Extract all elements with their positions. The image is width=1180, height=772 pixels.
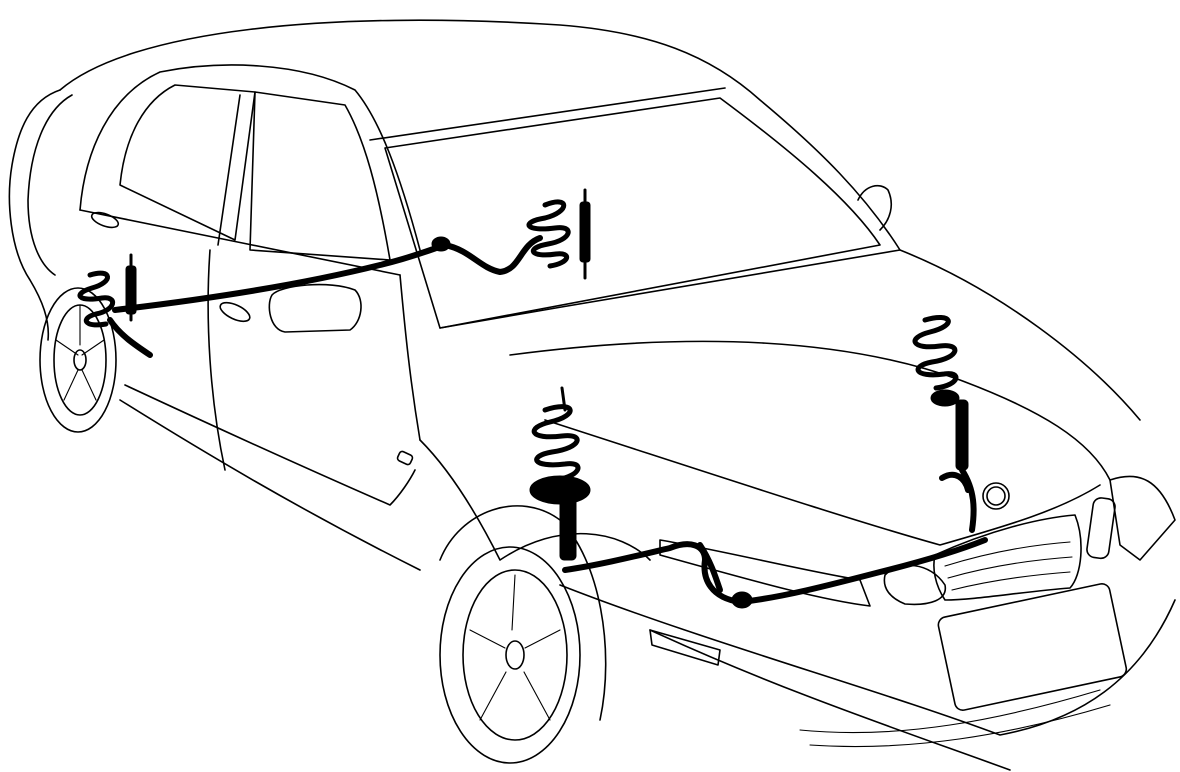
- right-headlight: [1109, 475, 1176, 561]
- lower-grille: [799, 689, 1111, 748]
- grille-slats: [944, 541, 1073, 591]
- front-right-spring-seat: [930, 389, 960, 407]
- front-anti-roll-bar: [562, 537, 988, 605]
- hood-edge: [439, 249, 1141, 421]
- suspension: [77, 188, 988, 609]
- front-right-lower-mount: [959, 467, 977, 533]
- front-wheel-tire: [439, 546, 581, 764]
- rear-wheel-hub: [73, 349, 87, 371]
- side-sill: [119, 399, 421, 571]
- a-pillar-base: [399, 274, 421, 441]
- front-wheel-rim: [462, 569, 568, 741]
- front-fender: [419, 439, 651, 561]
- rear-left-trailing-arm: [107, 317, 153, 358]
- side-vent: [1086, 497, 1116, 560]
- rear-left-coil-spring: [77, 270, 115, 328]
- bumper-lower: [649, 629, 1011, 771]
- roof-antenna: [857, 184, 892, 231]
- front-side-window: [249, 91, 391, 261]
- car-body: [8, 19, 1176, 771]
- fog-light: [649, 629, 721, 666]
- front-wheel: [439, 505, 607, 764]
- hood-emblem: [982, 482, 1010, 510]
- rear-wheel-spokes: [55, 304, 105, 401]
- front-right-knuckle: [939, 471, 971, 493]
- front-door-handle: [219, 301, 251, 323]
- front-left-strut-body: [559, 489, 577, 561]
- window-frame-outer: [79, 64, 421, 251]
- rear-bar-bushing: [431, 236, 451, 252]
- rear-right-shock-body: [579, 201, 591, 263]
- rear-end-inner: [27, 94, 73, 276]
- roof-outline: [59, 19, 901, 251]
- side-mirror: [268, 283, 362, 333]
- front-door-edge: [207, 249, 226, 471]
- front-right-strut-body: [955, 399, 969, 471]
- rear-door-handle: [90, 211, 120, 229]
- door-line: [124, 384, 416, 506]
- front-wheel-hub: [505, 640, 525, 670]
- license-plate: [937, 583, 1128, 711]
- front-left-coil-spring: [531, 404, 581, 483]
- front-left-strut-rod: [560, 386, 567, 412]
- front-bar-bushing: [731, 591, 753, 609]
- hood-crease: [509, 340, 1111, 481]
- belt-line: [79, 209, 401, 276]
- hood-emblem-inner: [986, 486, 1006, 506]
- front-right-coil-spring: [912, 314, 959, 391]
- rear-right-coil-spring: [526, 199, 571, 269]
- rear-wheel-tire: [39, 287, 117, 433]
- hood-front: [544, 419, 1101, 546]
- rear-anti-roll-bar: [112, 235, 543, 313]
- rear-left-shock-body: [125, 265, 137, 315]
- front-wheel-spokes: [469, 574, 561, 721]
- b-pillar: [217, 94, 241, 246]
- side-marker: [396, 450, 414, 466]
- rear-side-window: [119, 84, 256, 241]
- windshield: [384, 97, 881, 329]
- rear-wheel: [39, 287, 117, 433]
- windshield-frame: [369, 87, 726, 141]
- rear-end-outline: [8, 89, 61, 341]
- front-wheel-arch: [439, 505, 607, 721]
- front-bar-link: [697, 542, 723, 593]
